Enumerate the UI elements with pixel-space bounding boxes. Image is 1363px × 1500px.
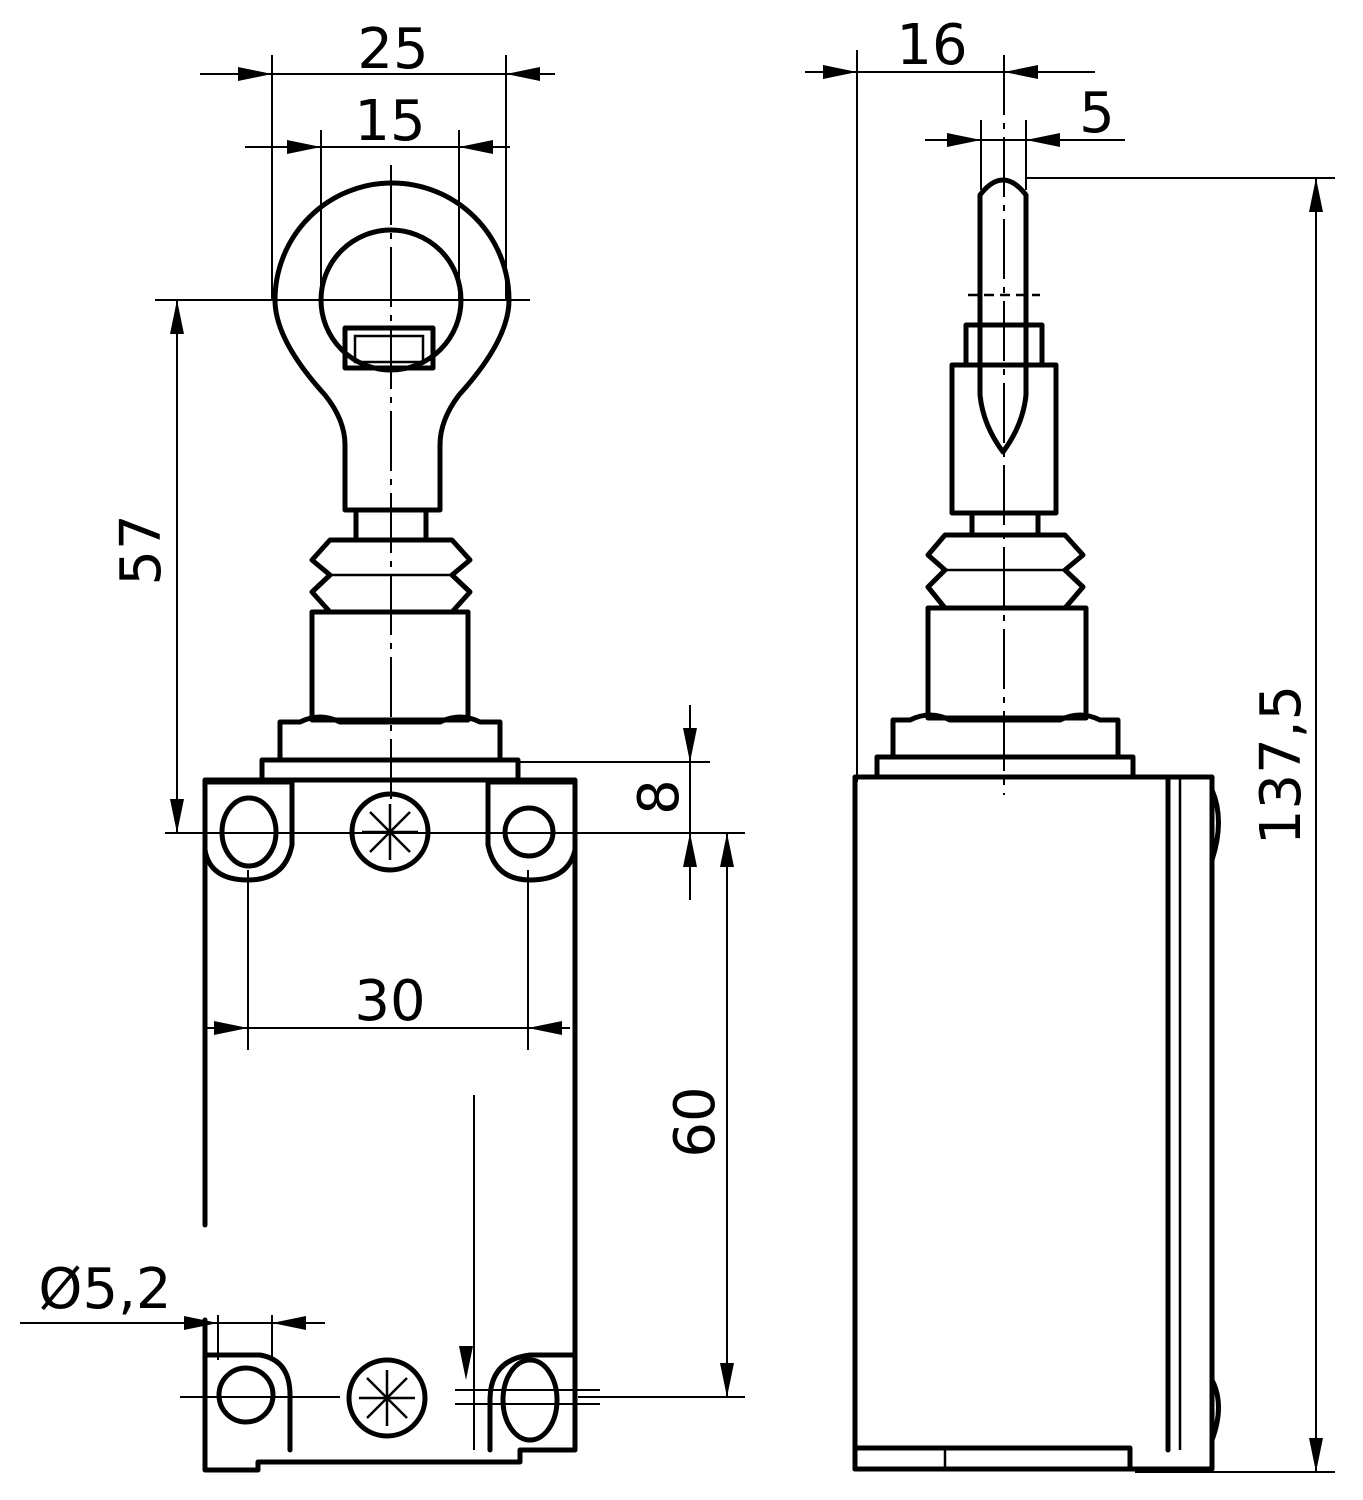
- dim-body-height: 60: [663, 1086, 728, 1157]
- mounting-ear-top-right: [485, 779, 578, 883]
- dim-eye-inner: 15: [354, 89, 425, 154]
- dim-height-to-eye: 57: [109, 514, 174, 585]
- mounting-ear-bottom-left: [202, 1352, 293, 1453]
- mounting-ear-bottom-right: [487, 1352, 578, 1453]
- screw-bottom: [346, 1357, 428, 1439]
- mounting-ear-top-left: [202, 779, 295, 883]
- side-bellows: [925, 532, 1086, 611]
- side-body: [852, 774, 1215, 1472]
- switch-body: [202, 777, 578, 1473]
- dim-depth-offset: 16: [896, 13, 967, 78]
- front-view: 25 15 57 8 60 30 Ø5,2: [20, 17, 745, 1473]
- head-base: [277, 714, 503, 763]
- dim-top-width: 25: [357, 17, 428, 82]
- dim-total-height: 137,5: [1249, 685, 1314, 845]
- dim-flange: 8: [627, 779, 692, 815]
- side-view: 16 5 137,5: [805, 13, 1335, 1473]
- dim-hole-diameter: Ø5,2: [38, 1257, 171, 1322]
- side-lower-housing: [925, 605, 1089, 721]
- dim-lever-width: 5: [1079, 81, 1115, 146]
- dim-hole-spacing: 30: [354, 969, 425, 1034]
